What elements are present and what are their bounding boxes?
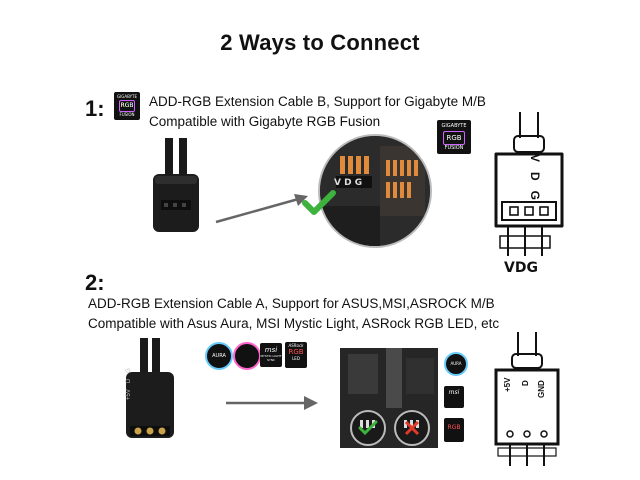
section2-text: ADD-RGB Extension Cable A, Support for A… xyxy=(88,294,499,334)
section2-number: 2: xyxy=(85,270,105,295)
gigabyte-rgb-fusion-logo: GIGABYTE RGB FUSION xyxy=(114,92,140,120)
arrow-2 xyxy=(226,396,318,410)
vdg-label: VDG xyxy=(504,260,538,276)
msi-subtext: MYSTIC LIGHT SYNC xyxy=(260,354,282,362)
msi-text-2: msi xyxy=(448,389,460,396)
aura-text: AURA xyxy=(212,353,226,359)
board-header-label: V D G xyxy=(334,178,363,188)
pin-label-d2: D xyxy=(521,380,530,386)
asrock-led-text: LED xyxy=(292,356,300,361)
cross-icon xyxy=(404,420,420,436)
asus-aura-logo-2: AURA xyxy=(444,352,468,376)
page-title: 2 Ways to Connect xyxy=(220,30,420,55)
check-icon-2 xyxy=(358,420,378,436)
plug-labels: +5V D G xyxy=(126,368,132,400)
logo-brand: GIGABYTE xyxy=(116,94,138,99)
section2-line2: Compatible with Asus Aura, MSI Mystic Li… xyxy=(88,316,500,331)
pin-label-g: G xyxy=(528,190,542,200)
asrock-text: ASRock xyxy=(288,343,304,348)
logo-rgb-text: RGB xyxy=(119,100,135,112)
logo-fusion-text: FUSION xyxy=(119,112,135,117)
connector-cable-a-image xyxy=(126,338,174,438)
section1-line2: Compatible with Gigabyte RGB Fusion xyxy=(149,114,381,129)
asrock-rgb-logo-2: RGB xyxy=(444,418,464,442)
asus-aura-logo: AURA xyxy=(205,342,233,370)
section1-number: 1: xyxy=(85,96,105,121)
aura-text-2: AURA xyxy=(450,361,462,366)
msi-text: msi xyxy=(264,346,278,354)
rgb-ring-logo xyxy=(233,342,261,370)
pin-header-icon xyxy=(499,226,551,256)
motherboard-photo-2 xyxy=(340,348,438,448)
gigabyte-rgb-fusion-logo-2: GIGABYTE RGB FUSION xyxy=(437,120,471,154)
motherboard-photo-1 xyxy=(318,134,432,248)
asrock-rgb-text-2: RGB xyxy=(447,424,461,431)
logo-rgb-text-2: RGB xyxy=(443,131,465,145)
asrock-rgb-logo: ASRock RGB LED xyxy=(285,342,307,368)
section1-text: ADD-RGB Extension Cable B, Support for G… xyxy=(149,92,486,132)
pin-label-d: D xyxy=(528,172,542,181)
pin-label-5v: +5V xyxy=(503,377,512,392)
plug-label-5v: +5V xyxy=(126,389,132,400)
plug-label-g: G xyxy=(126,368,132,373)
pinout-diagram-1 xyxy=(494,112,564,228)
plug-label-d: D xyxy=(126,378,132,384)
asrock-rgb-text: RGB xyxy=(288,348,304,356)
logo-fusion-text-2: FUSION xyxy=(444,145,464,151)
pin-label-v: V xyxy=(528,154,542,163)
pinout-labels-1: V D G xyxy=(528,154,542,200)
check-icon xyxy=(302,190,336,215)
arrow-1 xyxy=(215,194,308,224)
msi-mystic-light-logo-2: msi xyxy=(444,386,464,408)
pin-label-gnd: GND xyxy=(537,380,546,398)
pinout-diagram-2 xyxy=(494,332,560,466)
connector-cable-b-image xyxy=(153,138,199,232)
msi-mystic-light-logo: msi MYSTIC LIGHT SYNC xyxy=(260,343,282,367)
logo-brand-2: GIGABYTE xyxy=(441,123,467,129)
section2-line1: ADD-RGB Extension Cable A, Support for A… xyxy=(88,296,495,311)
section1-line1: ADD-RGB Extension Cable B, Support for G… xyxy=(149,94,486,109)
